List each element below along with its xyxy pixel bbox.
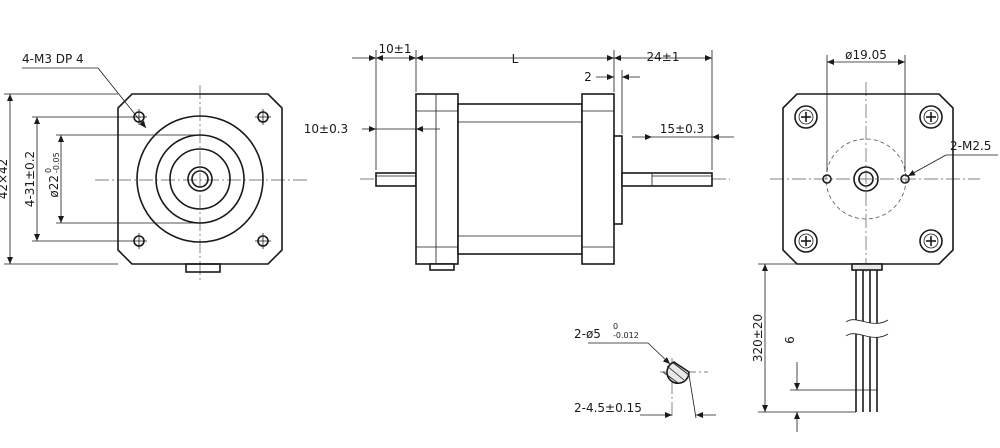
front-flat-length-label: 10±0.3 <box>304 122 348 136</box>
bolt-circle-label: ø19.05 <box>845 48 887 62</box>
rear-bolt-circle <box>825 138 907 220</box>
boss-dia-label: ø22 <box>47 175 61 198</box>
m25-hole-right <box>900 174 910 184</box>
boss-step-label: 2 <box>584 70 592 84</box>
side-view: 10±1 L 24±1 2 10±0.3 15±0.3 <box>304 42 734 271</box>
front-boss-inner <box>169 148 231 210</box>
rear-boss <box>613 135 623 225</box>
rear-flat-length-label: 15±0.3 <box>660 122 704 136</box>
shaft-dia-label: 2-ø5 <box>574 327 601 341</box>
stator-body <box>457 103 583 255</box>
rear-view: ø19.05 2-M2.5 320±20 6 <box>751 48 998 432</box>
front-shaft-length-label: 10±1 <box>379 42 412 56</box>
lead-wires <box>845 263 889 412</box>
front-shaft-outer <box>187 166 213 192</box>
front-view: 4-M3 DP 4 42×42 4-31±0.2 ø22 0 -0.05 <box>0 52 310 280</box>
shaft-section-outline <box>666 361 690 384</box>
front-body-outline <box>117 93 283 265</box>
body-length-label: L <box>512 52 519 66</box>
body-size-label: 42×42 <box>0 159 10 200</box>
screw-spec-label: 2-M2.5 <box>950 139 991 153</box>
front-shaft <box>191 170 209 188</box>
shaft-tol-lower: -0.012 <box>613 331 639 340</box>
boss-tol-lower: -0.05 <box>52 152 61 173</box>
hole-spacing-label: 4-31±0.2 <box>23 151 37 207</box>
screw-heads <box>794 105 943 253</box>
rear-shaft-outer <box>853 166 879 192</box>
front-bearing-ring <box>136 115 264 243</box>
rear-end-cap <box>581 93 615 265</box>
front-end-cap <box>415 93 459 265</box>
shaft-tol-upper: 0 <box>613 322 618 331</box>
m25-hole-left <box>822 174 832 184</box>
mounting-holes <box>131 109 271 249</box>
front-shaft <box>375 172 417 187</box>
rear-shaft-length-label: 24±1 <box>647 50 680 64</box>
hole-spec-label: 4-M3 DP 4 <box>22 52 84 66</box>
flat-dim-label: 2-4.5±0.15 <box>574 401 642 415</box>
front-connector-tab <box>185 263 221 273</box>
rear-body-outline <box>782 93 954 265</box>
rear-shaft <box>621 172 713 187</box>
boss-tol-upper: 0 <box>44 168 53 173</box>
strip-length-label: 6 <box>783 336 797 344</box>
lead-length-label: 320±20 <box>751 314 765 362</box>
rear-shaft <box>858 171 874 187</box>
shaft-section: 2-ø5 0 -0.012 2-4.5±0.15 <box>574 322 716 419</box>
